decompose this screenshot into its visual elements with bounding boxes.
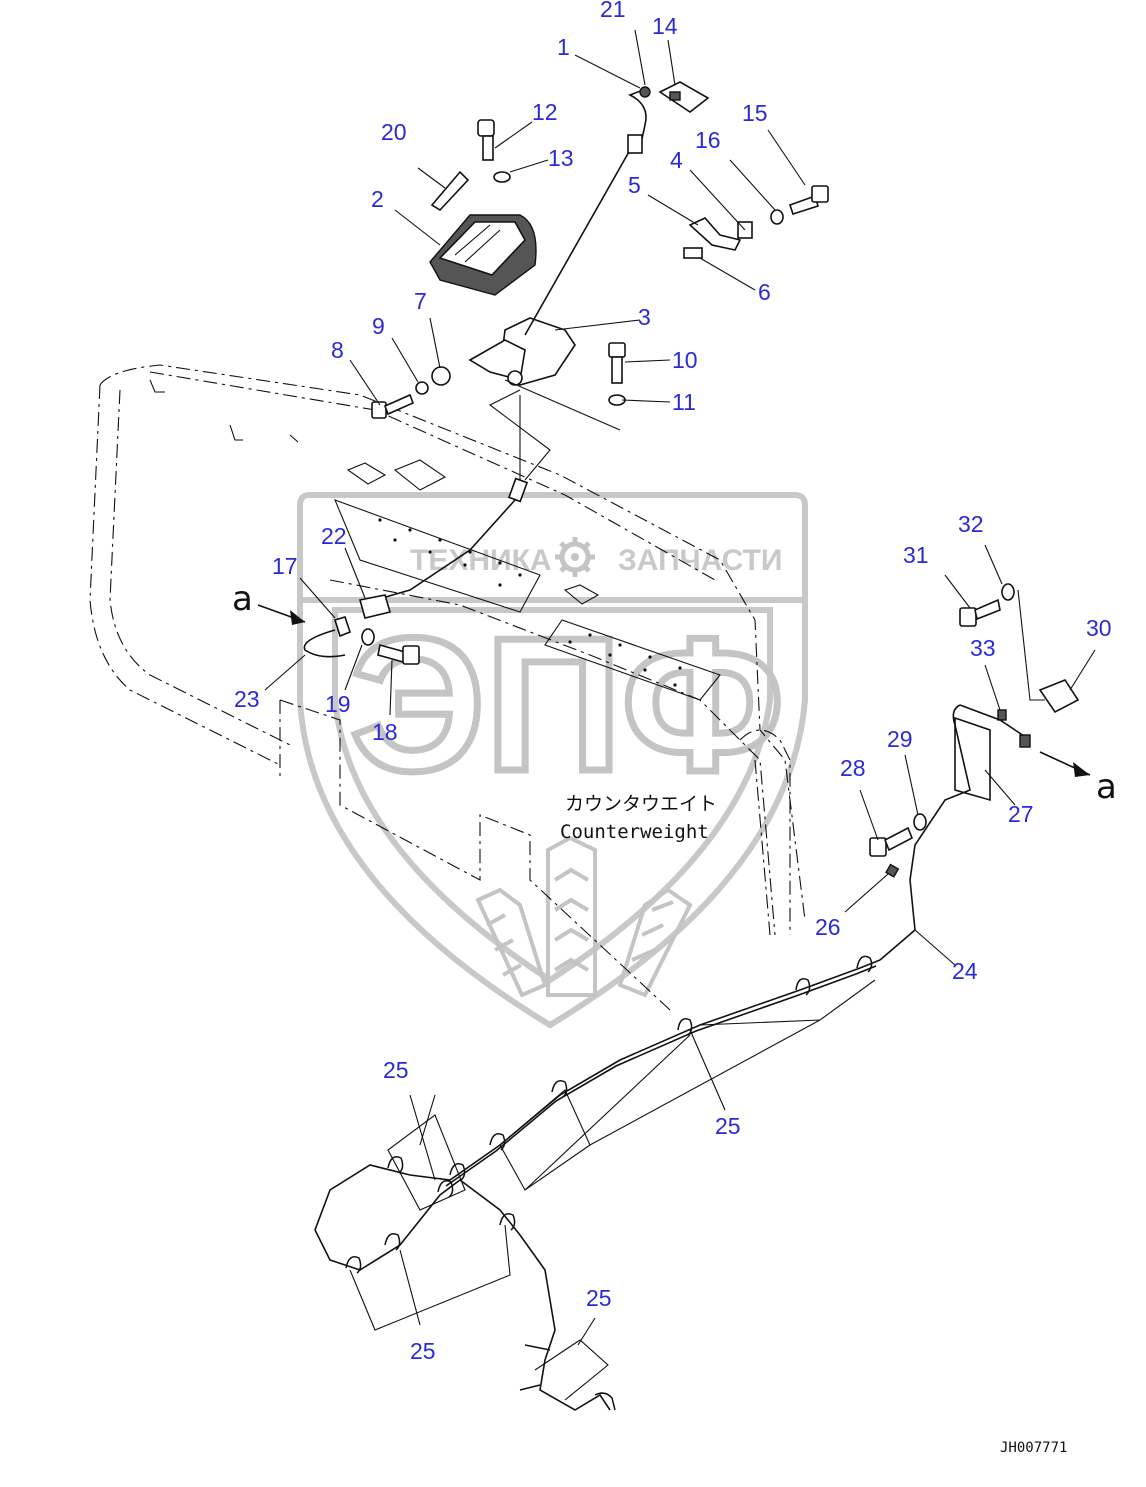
- callout-19: 19: [325, 691, 351, 717]
- callout-2: 2: [371, 186, 384, 212]
- harness-24-sheath: [445, 965, 877, 1187]
- guide-line: [504, 379, 621, 431]
- callout-26: 26: [815, 914, 841, 940]
- callout-25-end: 25: [586, 1285, 612, 1311]
- guide-line-3: [1017, 589, 1045, 701]
- callout-28: 28: [840, 755, 866, 781]
- leader-lines: [264, 29, 1096, 1346]
- harness-24-upper: [879, 704, 971, 961]
- spacer-7: [431, 366, 451, 386]
- bolt-18: [377, 643, 420, 665]
- grommet-23: [303, 629, 346, 658]
- callout-5: 5: [628, 172, 641, 198]
- leader-frames: [349, 979, 876, 1401]
- clip-20: [430, 170, 470, 212]
- callout-32: 32: [958, 511, 984, 537]
- wheat-icon: [475, 835, 693, 998]
- watermark-left-text: ТЕХНИКА: [410, 544, 552, 577]
- callout-31: 31: [903, 542, 929, 568]
- washer-32: [1001, 583, 1015, 601]
- bracket-22: [358, 594, 392, 619]
- callout-12: 12: [532, 99, 558, 125]
- grommet-21: [639, 86, 651, 98]
- nut-33: [997, 709, 1007, 721]
- tie-25: [524, 1344, 551, 1351]
- arrowhead-left: [290, 610, 305, 625]
- counterweight: [89, 364, 806, 1011]
- bracket-5: [688, 217, 742, 251]
- callout-30: 30: [1086, 615, 1112, 641]
- callout-25-top: 25: [383, 1057, 409, 1083]
- callout-24: 24: [952, 958, 978, 984]
- gear-icon: [555, 537, 595, 577]
- callout-10: 10: [672, 347, 698, 373]
- callout-8: 8: [331, 337, 344, 363]
- harness-branch: [959, 704, 1031, 741]
- pad-6: [683, 247, 703, 259]
- callout-29: 29: [887, 726, 913, 752]
- callout-4: 4: [670, 147, 683, 173]
- bolt-8: [371, 393, 415, 419]
- bracket-30: [1038, 679, 1080, 714]
- watermark: ТЕХНИКА ЗАПЧАСТИ ЭПФ: [297, 492, 808, 1029]
- connector-upper: [507, 477, 529, 503]
- washer-16: [770, 209, 784, 225]
- arrowhead-right: [1073, 762, 1090, 777]
- harness-end-left: [519, 1384, 541, 1391]
- harness-1: [628, 89, 647, 149]
- callout-18: 18: [372, 719, 398, 745]
- callouts: 1 2 3 4 5 6 7 8 9 10 11 12 13 14 15 16 1…: [234, 0, 1112, 1364]
- washer-9: [415, 381, 429, 395]
- callout-6: 6: [758, 279, 771, 305]
- callout-20: 20: [381, 119, 407, 145]
- view-letter-left: a: [232, 579, 253, 619]
- clip-26: [885, 863, 900, 878]
- washer-29: [913, 813, 927, 831]
- washer-19: [361, 628, 375, 646]
- lamp-14-socket: [669, 91, 681, 101]
- callout-13: 13: [548, 145, 574, 171]
- callout-25-right: 25: [715, 1113, 741, 1139]
- drawing-code: JH007771: [1000, 1440, 1067, 1456]
- plate-27: [954, 716, 991, 802]
- counterweight-label-jp: カウンタウエイト: [565, 793, 717, 815]
- bolt-10: [608, 342, 626, 384]
- connector-1: [627, 134, 643, 154]
- connector-right: [1019, 734, 1031, 748]
- callout-21: 21: [600, 0, 626, 22]
- view-letter-right: a: [1096, 767, 1117, 807]
- callout-11: 11: [672, 389, 696, 415]
- callout-22: 22: [321, 523, 347, 549]
- callout-25-bottom: 25: [410, 1338, 436, 1364]
- harness-lower: [374, 499, 516, 601]
- lamp-cover: [429, 214, 537, 296]
- harness-24: [314, 959, 881, 1411]
- callout-14: 14: [652, 13, 678, 39]
- bolt-15: [788, 185, 829, 216]
- washer-13: [493, 171, 511, 183]
- lamp-14: [658, 81, 710, 113]
- counterweight-label-en: Counterweight: [560, 821, 709, 843]
- callout-23: 23: [234, 686, 260, 712]
- harness-clamps: [345, 955, 873, 1411]
- callout-9: 9: [372, 313, 385, 339]
- lamp-base: [468, 317, 576, 386]
- callout-17: 17: [272, 553, 298, 579]
- bolt-31: [959, 598, 1001, 627]
- clamp-17: [333, 616, 351, 638]
- callout-16: 16: [695, 127, 721, 153]
- callout-1: 1: [557, 34, 570, 60]
- harness-1-lead: [524, 149, 631, 336]
- callout-7: 7: [414, 288, 427, 314]
- callout-27: 27: [1008, 801, 1034, 827]
- bolt-12: [477, 119, 495, 161]
- callout-3: 3: [638, 304, 651, 330]
- callout-33: 33: [970, 635, 996, 661]
- bolt-28: [869, 826, 914, 857]
- callout-15: 15: [742, 100, 768, 126]
- watermark-big-text: ЭПФ: [350, 599, 784, 811]
